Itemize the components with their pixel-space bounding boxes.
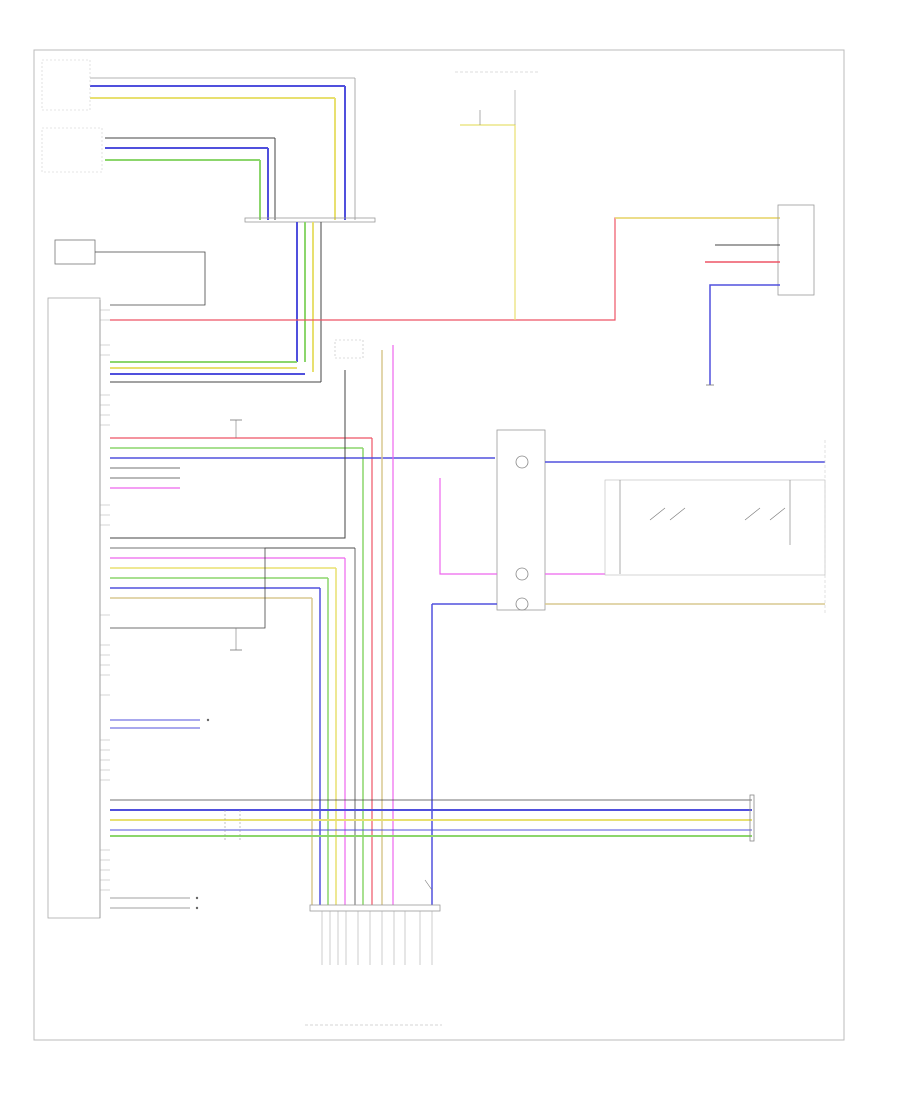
audio-control-module-connector bbox=[309, 904, 441, 912]
clockspring-terminal-3 bbox=[515, 597, 529, 611]
switch-contacts bbox=[619, 480, 791, 574]
power-feed-wire bbox=[110, 217, 780, 321]
diagram-border bbox=[33, 49, 845, 1041]
forward-camera-harness bbox=[41, 127, 276, 220]
fuse-feed-wire bbox=[95, 251, 206, 306]
clockspring-terminal-2 bbox=[515, 567, 529, 581]
audio-bus-upper bbox=[110, 437, 495, 905]
main-module-body bbox=[47, 297, 101, 919]
black-return-wire bbox=[110, 370, 346, 539]
audio-input-bus bbox=[110, 799, 752, 837]
inline-connector bbox=[244, 217, 376, 223]
top-fuse-drop bbox=[460, 124, 516, 320]
module-pin-ticks bbox=[100, 309, 110, 891]
clockspring-terminal-1 bbox=[515, 455, 529, 469]
clockspring-body bbox=[496, 429, 546, 611]
upper-inline-connector bbox=[334, 339, 364, 359]
audio-input-jack-connector bbox=[749, 794, 755, 842]
rear-camera-harness bbox=[41, 59, 356, 220]
junction-blue-wire bbox=[709, 284, 780, 385]
junction-box bbox=[777, 204, 815, 296]
audio-control-pin-stubs bbox=[321, 911, 433, 965]
ground-loop-wire bbox=[110, 547, 355, 629]
audio-bus-lower bbox=[110, 547, 356, 905]
library-block bbox=[54, 239, 96, 265]
steering-wheel-switch-box bbox=[604, 479, 826, 576]
camera-to-module-harness bbox=[110, 222, 322, 383]
